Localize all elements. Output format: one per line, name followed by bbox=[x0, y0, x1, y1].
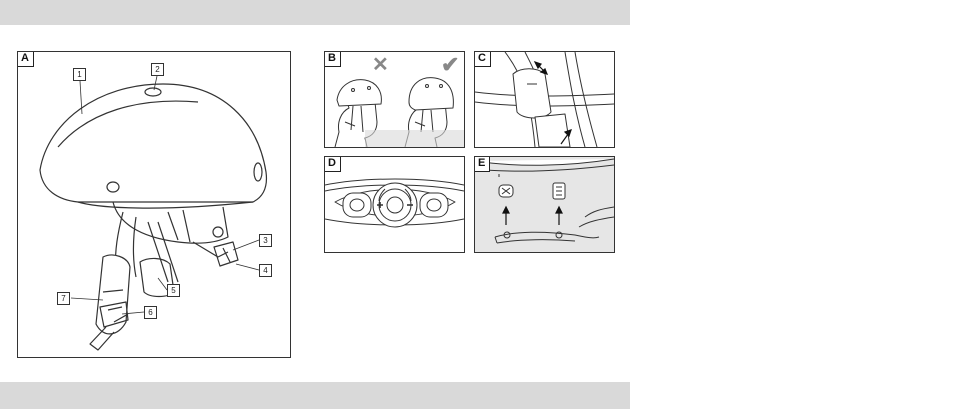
callout-2: 2 bbox=[151, 63, 164, 76]
callout-7: 7 bbox=[57, 292, 70, 305]
panel-d-size-dial: D bbox=[324, 156, 465, 253]
panel-c-label: C bbox=[474, 51, 491, 67]
panel-c-strap-adjust: C bbox=[474, 51, 615, 148]
callout-3: 3 bbox=[259, 234, 272, 247]
callout-5: 5 bbox=[167, 284, 180, 297]
strap-adjust-illustration bbox=[475, 52, 614, 147]
panel-a-label: A bbox=[17, 51, 34, 67]
callout-4: 4 bbox=[259, 264, 272, 277]
check-mark-icon: ✔ bbox=[441, 54, 459, 76]
pad-attachment-illustration bbox=[475, 157, 614, 252]
callout-6: 6 bbox=[144, 306, 157, 319]
footer-band bbox=[0, 382, 630, 409]
panel-b-fit-comparison: B ✕ ✔ bbox=[324, 51, 465, 148]
panel-e-pad-attachment: E bbox=[474, 156, 615, 253]
panel-a-helmet-overview: A 1 2 3 4 5 6 7 bbox=[17, 51, 291, 358]
panel-b-label: B bbox=[324, 51, 341, 67]
header-band bbox=[0, 0, 630, 25]
panel-d-label: D bbox=[324, 156, 341, 172]
cross-mark-icon: ✕ bbox=[372, 55, 389, 75]
panel-e-label: E bbox=[474, 156, 490, 172]
callout-1: 1 bbox=[73, 68, 86, 81]
size-dial-illustration bbox=[325, 157, 464, 252]
